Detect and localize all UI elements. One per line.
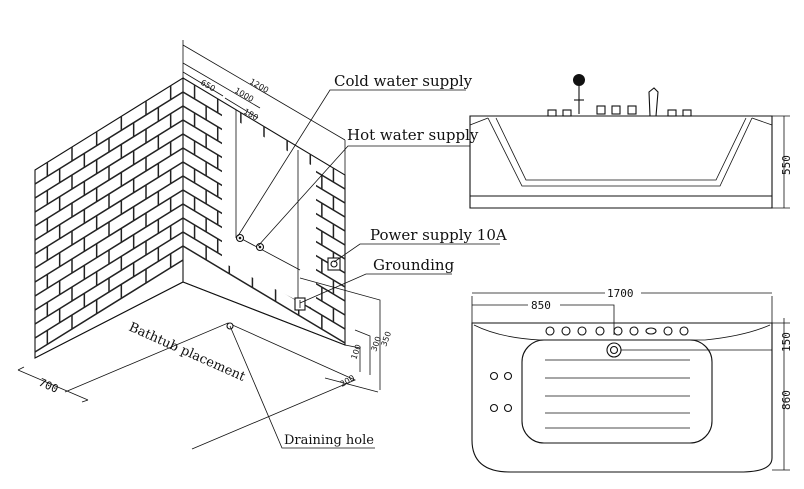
dim-100: 100 (349, 343, 363, 360)
tub-side-elevation: 550 (469, 74, 793, 209)
draining-hole-label: Draining hole (284, 433, 374, 448)
dim-150: 150 (780, 332, 793, 352)
dim-850: 850 (531, 299, 551, 312)
bathtub-placement-label: Bathtub placement (126, 320, 248, 385)
grounding-label: Grounding (373, 256, 455, 274)
dim-860: 860 (780, 390, 793, 410)
tub-plan-view: 1700 850 (471, 287, 793, 473)
cold-water-supply-label: Cold water supply (334, 72, 473, 90)
dim-550: 550 (780, 155, 793, 175)
hot-water-supply-label: Hot water supply (347, 126, 479, 144)
dim-700: 700 (37, 376, 60, 396)
dim-1200: 1200 (248, 77, 270, 95)
dim-180: 180 (242, 107, 260, 122)
dim-1000: 1000 (233, 86, 255, 104)
dim-1700: 1700 (607, 287, 634, 300)
wall-corner-drawing: 1200 1000 650 180 100 300 350 200 Bathtu… (17, 40, 393, 450)
label-leaders (229, 89, 500, 449)
dim-350: 350 (379, 330, 393, 347)
power-supply-label: Power supply 10A (370, 226, 507, 244)
